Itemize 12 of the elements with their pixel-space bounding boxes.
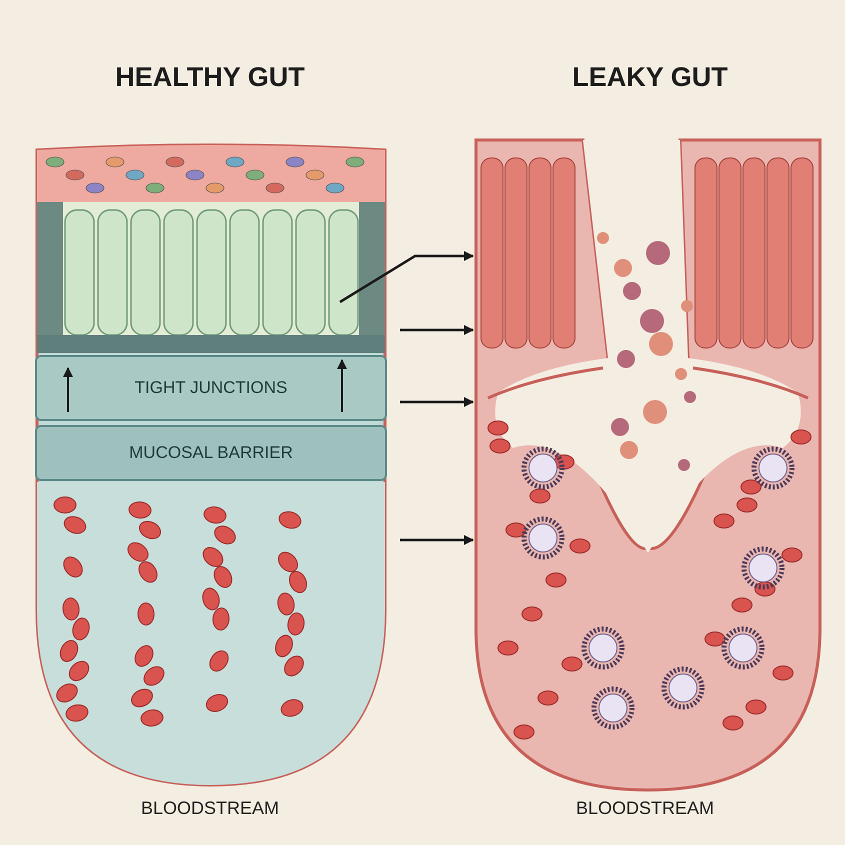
arrow <box>339 251 474 304</box>
panel-title: LEAKY GUT <box>571 62 729 93</box>
arrow <box>400 397 474 407</box>
region-label: BLOODSTREAM <box>574 798 716 819</box>
layer-label: TIGHT JUNCTIONS <box>134 378 288 398</box>
region-label: BLOODSTREAM <box>140 798 280 819</box>
layer-label: MUCOSAL BARRIER <box>129 443 293 463</box>
panel-title: HEALTHY GUT <box>114 62 306 93</box>
tissue-layer-band <box>35 425 387 481</box>
tissue-layer-band <box>35 355 387 421</box>
arrow <box>400 535 474 545</box>
arrow <box>400 325 474 335</box>
